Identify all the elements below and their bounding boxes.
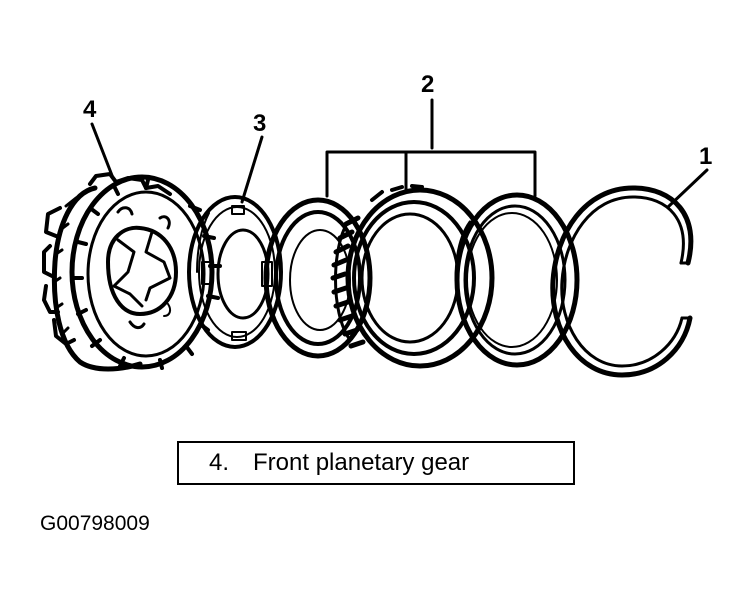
thrust-washer-icon [187,195,283,349]
legend-number: 4. [209,449,230,476]
snap-ring-icon [550,185,694,378]
legend-box: 4. Front planetary gear [177,441,575,485]
legend-text: Front planetary gear [253,449,470,476]
figure-id: G00798009 [40,512,150,535]
callout-label-2: 2 [421,71,435,98]
callout-label-3: 3 [253,110,267,137]
bearing-race-icon [263,197,373,359]
thrust-bearing-icon [330,184,495,369]
callout-leader-lines [90,98,709,209]
callout-label-4: 4 [83,96,97,123]
planetary-gear-icon [42,172,222,372]
callout-label-1: 1 [699,143,713,170]
